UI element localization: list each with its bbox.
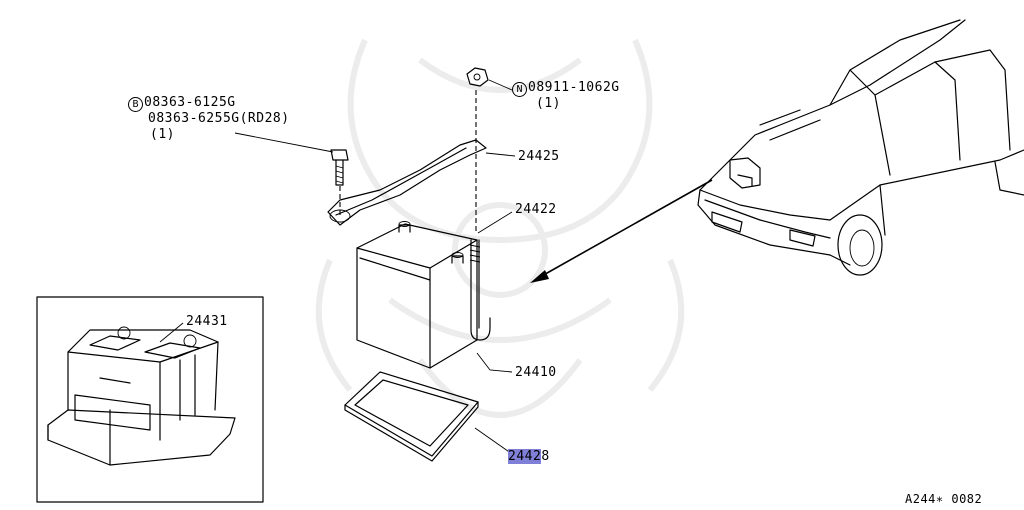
bolt-part-number-2: 08363-6255G(RD28) bbox=[148, 111, 290, 126]
rod-part-number: 24422 bbox=[515, 202, 557, 217]
nut-leader bbox=[488, 79, 513, 91]
inset-frame bbox=[36, 296, 264, 503]
bolt-part-number-1: 08363-6125G bbox=[144, 95, 236, 110]
battery-cover-drawing bbox=[47, 326, 236, 466]
nut-badge: N bbox=[512, 82, 527, 97]
bolt-quantity: (1) bbox=[150, 127, 175, 142]
clamp-leader bbox=[485, 152, 516, 157]
nut-part-number: 08911-1062G bbox=[528, 80, 620, 95]
battery-leader bbox=[476, 352, 513, 373]
diagram-id: A244∗ 0082 bbox=[905, 492, 983, 506]
tray-part-highlight: 2442 bbox=[508, 449, 542, 464]
tray-part-number[interactable]: 24428 bbox=[508, 449, 550, 464]
tray-drawing bbox=[344, 371, 479, 462]
clamp-drawing bbox=[327, 139, 487, 226]
battery-drawing bbox=[356, 221, 478, 369]
car-drawing bbox=[697, 19, 1024, 276]
battery-part-number: 24410 bbox=[515, 365, 557, 380]
nut-quantity: (1) bbox=[536, 96, 561, 111]
clamp-part-number: 24425 bbox=[518, 149, 560, 164]
cover-part-number: 24431 bbox=[186, 314, 228, 329]
nut-drawing bbox=[466, 67, 489, 87]
rod-leader bbox=[477, 211, 513, 234]
tray-part-tail: 8 bbox=[541, 449, 550, 464]
bolt-badge: B bbox=[128, 97, 143, 112]
cover-leader bbox=[159, 322, 184, 343]
watermark-emblem bbox=[315, 38, 685, 418]
bolt-drawing bbox=[330, 149, 349, 186]
location-arrow bbox=[530, 179, 713, 283]
rod-drawing bbox=[469, 239, 491, 341]
bolt-leader bbox=[234, 132, 334, 153]
